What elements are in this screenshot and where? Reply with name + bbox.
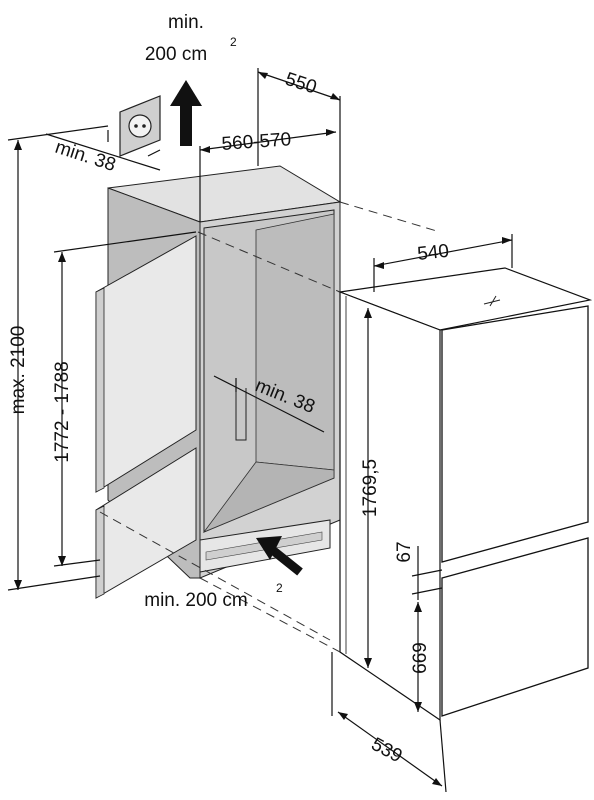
appliance-top-hinge: [483, 295, 501, 307]
gap-67-label: 67: [394, 541, 415, 562]
min-38-top-label: min. 38: [52, 137, 118, 176]
dim-550: [257, 68, 341, 202]
dim-540: [373, 234, 513, 292]
dim-min-38-top: [45, 130, 161, 171]
dim-min-38-inside: [213, 375, 325, 433]
appliance-lower-door: [441, 537, 589, 717]
width-560-570-label: 560-570: [221, 129, 292, 155]
dim-1772-1788: [53, 231, 197, 567]
dim-560-570: [199, 129, 337, 222]
appliance-upper-door: [441, 305, 589, 563]
up-arrow-icon: [170, 80, 202, 146]
dim-1769-5: [364, 308, 372, 668]
niche-height-label: 1772 - 1788: [52, 361, 73, 462]
open-door: [95, 235, 197, 599]
appliance-height-label: 1769,5: [360, 459, 381, 517]
top-ventilation-label-line1: min.: [168, 12, 204, 33]
power-socket-icon: [119, 95, 161, 157]
lower-669-label: 669: [410, 642, 431, 674]
niche-floor: [202, 461, 335, 533]
width-540-label: 540: [416, 241, 450, 265]
depth-539-label: 539: [368, 734, 406, 767]
upper-door-edge: [95, 287, 105, 493]
dim-669: [414, 602, 422, 712]
appliance: [337, 267, 593, 722]
diagonal-arrow-icon: [256, 536, 303, 576]
dim-max-2100: [7, 125, 109, 591]
max-2100-label: max. 2100: [8, 326, 29, 415]
dim-539: [331, 652, 447, 793]
bottom-ventilation-label: min. 200 cm: [144, 590, 247, 611]
top-ventilation-label-line2: 200 cm: [145, 44, 207, 65]
top-ventilation-superscript: 2: [230, 35, 237, 49]
projection-lines: [99, 201, 441, 653]
dim-67: [411, 546, 443, 600]
depth-550-label: 550: [282, 69, 319, 99]
lower-door-edge: [95, 505, 105, 599]
inside-bracket: [235, 388, 247, 441]
bottom-ventilation-superscript: 2: [276, 581, 283, 595]
